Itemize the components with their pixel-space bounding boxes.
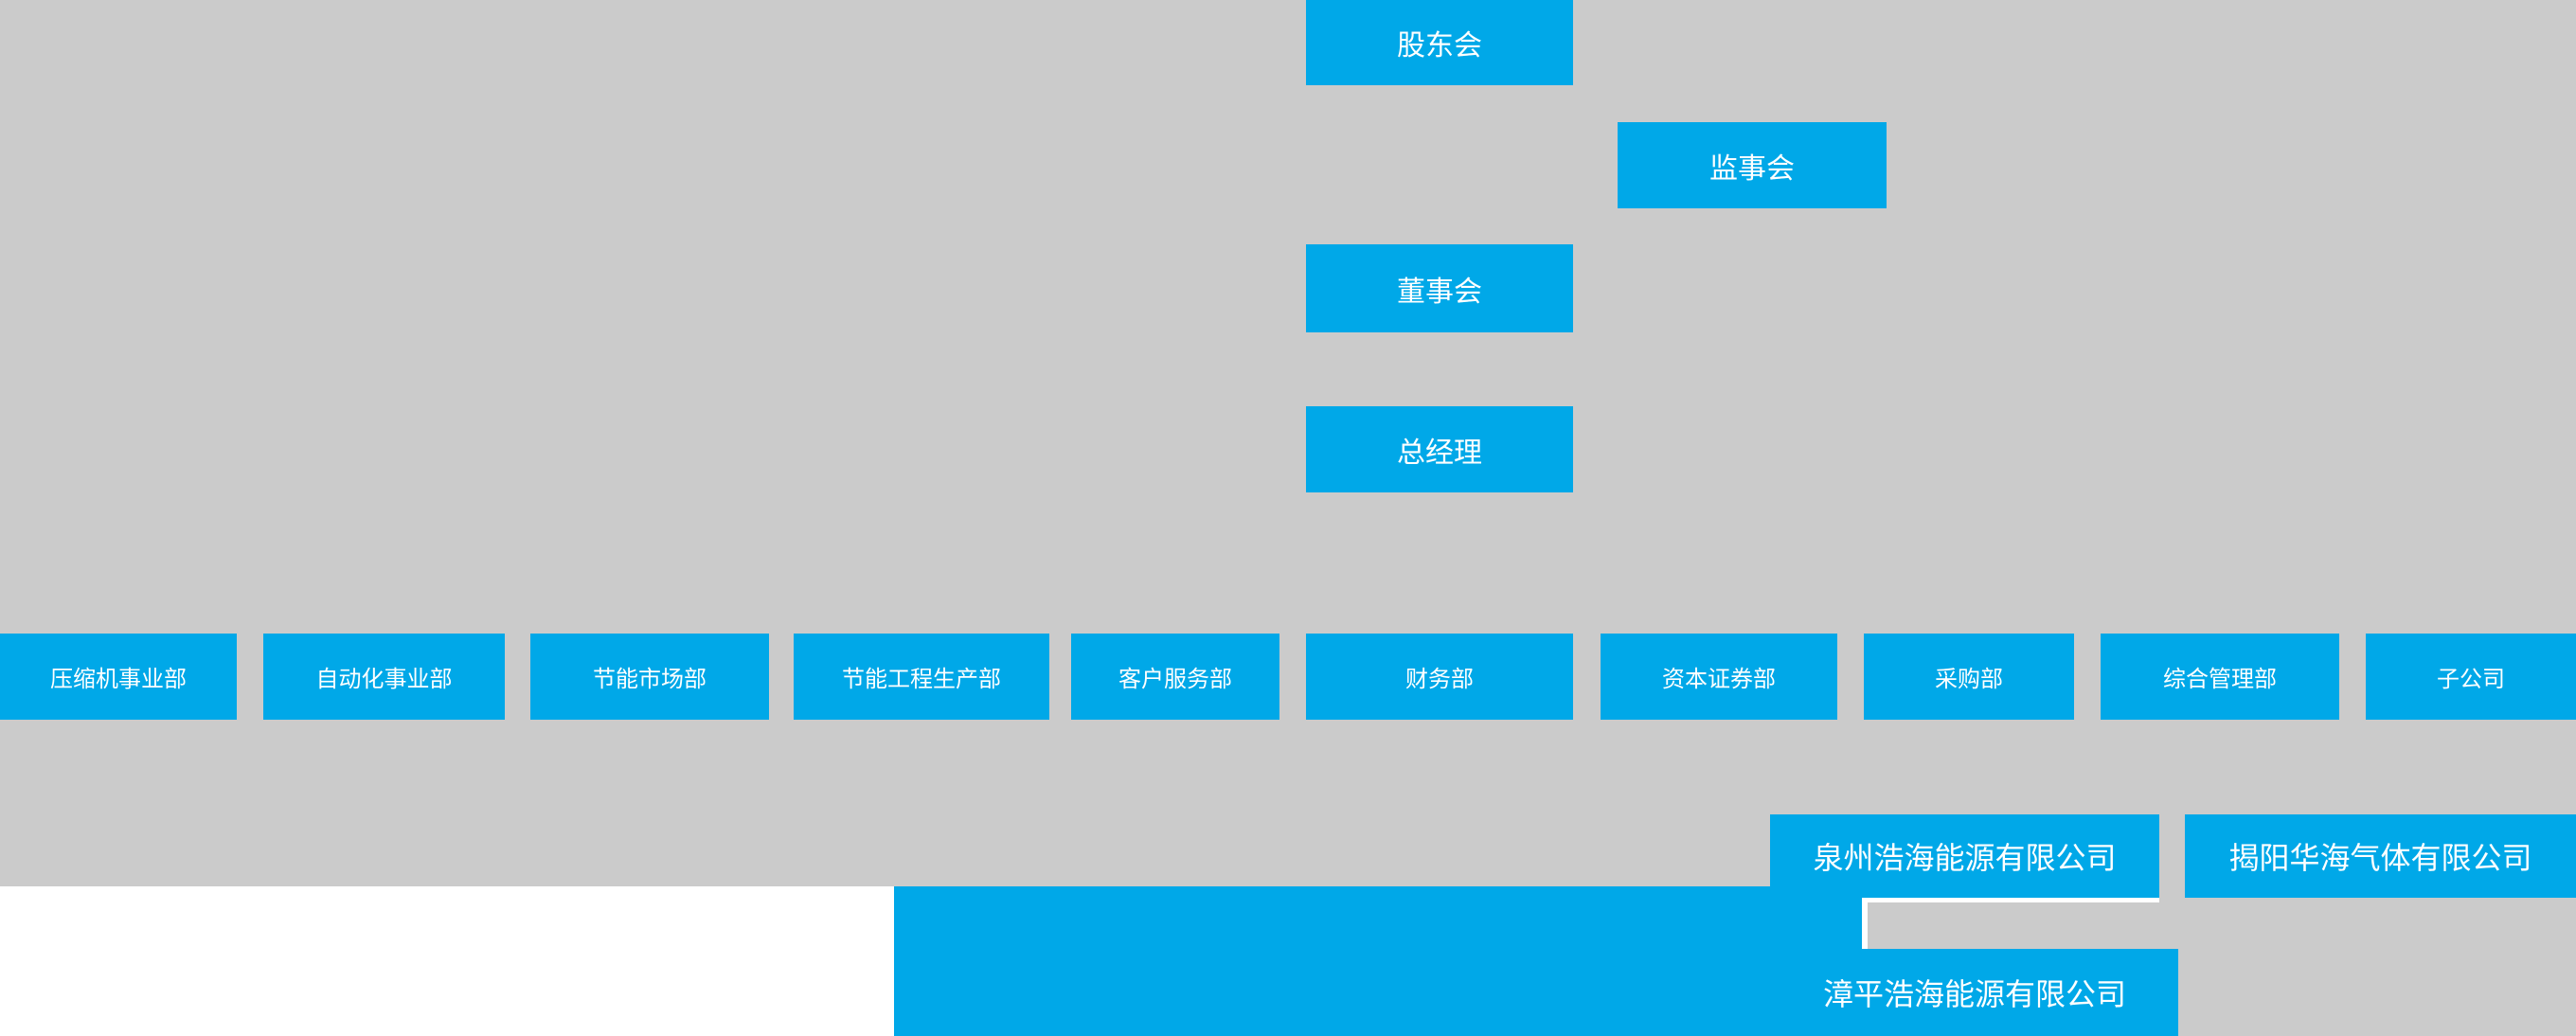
subsidiary-zhangping-haohai-energy: 漳平浩海能源有限公司 (1771, 949, 2178, 1036)
dept-finance: 财务部 (1306, 634, 1573, 720)
dept-capital-securities: 资本证券部 (1601, 634, 1837, 720)
dept-compressor-business-division: 压缩机事业部 (0, 634, 237, 720)
dept-automation-business-division: 自动化事业部 (263, 634, 505, 720)
white-gap-line-vertical (1862, 898, 1868, 949)
node-supervisory-board: 监事会 (1618, 122, 1887, 208)
dept-energy-saving-engineering-production: 节能工程生产部 (794, 634, 1049, 720)
dept-subsidiaries: 子公司 (2366, 634, 2576, 720)
bottom-white-background (0, 886, 894, 1036)
dept-procurement: 采购部 (1864, 634, 2074, 720)
white-gap-line-horizontal (1862, 898, 2159, 902)
node-board-of-directors: 董事会 (1306, 244, 1573, 332)
node-shareholders-meeting: 股东会 (1306, 0, 1573, 85)
bottom-blue-block (894, 886, 1862, 1036)
dept-general-management: 综合管理部 (2101, 634, 2339, 720)
subsidiary-jieyang-huahai-gas: 揭阳华海气体有限公司 (2185, 814, 2576, 898)
dept-energy-saving-market: 节能市场部 (530, 634, 769, 720)
node-general-manager: 总经理 (1306, 406, 1573, 492)
dept-customer-service: 客户服务部 (1071, 634, 1279, 720)
subsidiary-quanzhou-haohai-energy: 泉州浩海能源有限公司 (1770, 814, 2159, 898)
